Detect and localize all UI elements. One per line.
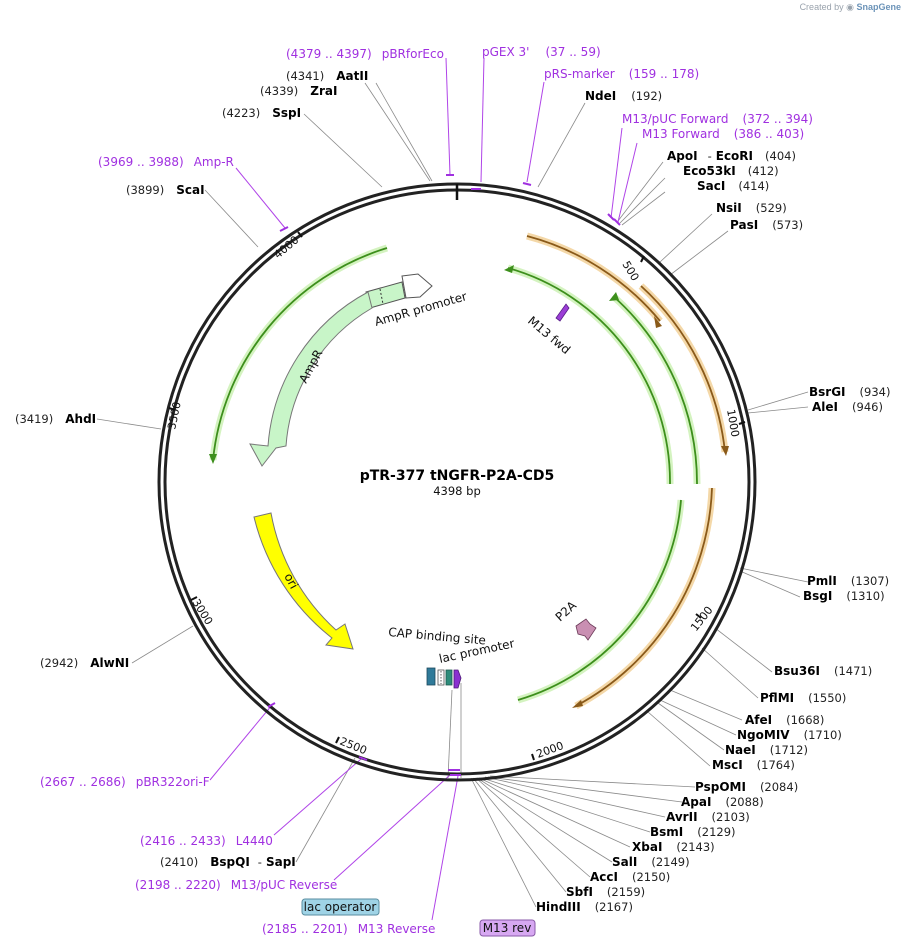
enzyme-scai: (3899)ScaI bbox=[126, 183, 205, 197]
enzyme-labels: NdeI(192) ApoI-EcoRI(404) Eco53kI(412) S… bbox=[536, 89, 890, 914]
enzyme-labels-left: (2410)BspQI-SapI (2942)AlwNI (3419)AhdI … bbox=[15, 69, 368, 869]
enzyme-ahdi: (3419)AhdI bbox=[15, 412, 96, 426]
enzyme-apoi-ecori: ApoI-EcoRI(404) bbox=[667, 149, 796, 163]
primer-m13-reverse: (2185 .. 2201)M13 Reverse bbox=[262, 922, 435, 936]
enzyme-pflmi: PflMI(1550) bbox=[760, 691, 846, 705]
enzyme-bspqi-sapi: (2410)BspQI-SapI bbox=[160, 855, 296, 869]
tick-label-1500: 1500 bbox=[688, 604, 715, 634]
m13-rev-label: M13 rev bbox=[483, 921, 532, 935]
lac-operator-block bbox=[445, 669, 453, 686]
enzyme-sspi: (4223)SspI bbox=[222, 106, 301, 120]
enzyme-aatii: (4341)AatII bbox=[286, 69, 368, 83]
green-features bbox=[209, 244, 701, 704]
enzyme-msci: MscI(1764) bbox=[712, 758, 795, 772]
cap-site-block bbox=[426, 667, 436, 686]
ampr-feature: AmpR bbox=[249, 291, 373, 467]
credit-prefix: Created by bbox=[799, 2, 844, 12]
lac-region: CAP binding site lac promoter bbox=[388, 625, 516, 689]
enzyme-alwni: (2942)AlwNI bbox=[40, 656, 129, 670]
ori-label: ori bbox=[281, 571, 301, 591]
primer-m13puc-reverse: (2198 .. 2220)M13/pUC Reverse bbox=[135, 878, 337, 892]
tick-label-500: 500 bbox=[619, 259, 641, 284]
enzyme-zrai: (4339)ZraI bbox=[260, 84, 337, 98]
enzyme-bsgi: BsgI(1310) bbox=[803, 589, 885, 603]
plasmid-length: 4398 bp bbox=[433, 484, 481, 498]
enzyme-apai: ApaI(2088) bbox=[681, 795, 764, 809]
ampr-promoter-feature: AmpR promoter bbox=[365, 273, 469, 329]
tick-label-3500: 3500 bbox=[165, 401, 184, 431]
enzyme-ndei: NdeI(192) bbox=[585, 89, 662, 103]
m13-fwd-feature: M13 fwd bbox=[525, 303, 573, 357]
credit-brand: SnapGene bbox=[856, 2, 901, 12]
lac-operator-box: lac operator bbox=[301, 898, 380, 916]
credit-line: Created by ◉ SnapGene bbox=[800, 2, 901, 13]
plasmid-title: pTR-377 tNGFR-P2A-CD5 bbox=[360, 468, 555, 484]
enzyme-alei: AleI(946) bbox=[812, 400, 883, 414]
enzyme-ngomiv: NgoMIV(1710) bbox=[737, 728, 842, 742]
enzyme-bsrgi: BsrGI(934) bbox=[809, 385, 890, 399]
p2a-feature: P2A bbox=[553, 598, 597, 641]
enzyme-pasi: PasI(573) bbox=[730, 218, 803, 232]
enzyme-bsmi: BsmI(2129) bbox=[650, 825, 736, 839]
enzyme-pmli: PmlI(1307) bbox=[807, 574, 889, 588]
enzyme-eco53ki: Eco53kI(412) bbox=[683, 164, 779, 178]
primer-mark-amp-r bbox=[279, 226, 289, 232]
primer-mark-prs-marker bbox=[522, 182, 532, 186]
enzyme-bsu36i: Bsu36I(1471) bbox=[774, 664, 872, 678]
enzyme-afei: AfeI(1668) bbox=[745, 713, 824, 727]
tick-label-1000: 1000 bbox=[724, 408, 742, 438]
primer-prs-marker: pRS-marker(159 .. 178) bbox=[544, 67, 699, 81]
enzyme-hindiii: HindIII(2167) bbox=[536, 900, 633, 914]
primer-mark-pbr322ori bbox=[267, 702, 276, 708]
primer-mark-l4440 bbox=[358, 756, 368, 761]
orange-features bbox=[526, 232, 729, 710]
primer-pgex3: pGEX 3'(37 .. 59) bbox=[482, 45, 601, 59]
enzyme-pspomi: PspOMI(2084) bbox=[695, 780, 798, 794]
p2a-label: P2A bbox=[553, 598, 580, 624]
primer-m13-forward: M13 Forward(386 .. 403) bbox=[642, 127, 804, 141]
enzyme-sbfi: SbfI(2159) bbox=[566, 885, 645, 899]
lac-operator-label: lac operator bbox=[304, 900, 377, 914]
primer-leader-lines bbox=[209, 57, 638, 921]
m13-rev-block bbox=[453, 669, 462, 689]
primer-amp-r: (3969 .. 3988)Amp-R bbox=[98, 155, 234, 169]
enzyme-xbai: XbaI(2143) bbox=[632, 840, 715, 854]
m13-fwd-label: M13 fwd bbox=[525, 314, 573, 357]
enzyme-leader-lines bbox=[96, 82, 809, 908]
snapgene-logo-icon: ◉ bbox=[846, 2, 854, 12]
ori-feature: ori bbox=[253, 512, 354, 650]
enzyme-avrii: AvrII(2103) bbox=[666, 810, 750, 824]
enzyme-naei: NaeI(1712) bbox=[725, 743, 808, 757]
primer-l4440: (2416 .. 2433)L4440 bbox=[140, 834, 273, 848]
primer-pbr322ori-f: (2667 .. 2686)pBR322ori-F bbox=[40, 775, 210, 789]
enzyme-nsii: NsiI(529) bbox=[716, 201, 787, 215]
enzyme-saci: SacI(414) bbox=[697, 179, 769, 193]
primer-labels: (4379 .. 4397)pBRforEco pGEX 3'(37 .. 59… bbox=[40, 45, 813, 936]
primer-m13puc-forward: M13/pUC Forward(372 .. 394) bbox=[622, 112, 813, 126]
primer-pbrforeco: (4379 .. 4397)pBRforEco bbox=[286, 47, 444, 61]
primer-mark-m13-fwd bbox=[613, 218, 621, 226]
primer-marks bbox=[267, 174, 621, 776]
m13-rev-box: M13 rev bbox=[479, 919, 536, 937]
primer-mark-m13puc-fwd bbox=[607, 213, 615, 221]
enzyme-sali: SalI(2149) bbox=[612, 855, 690, 869]
enzyme-acci: AccI(2150) bbox=[590, 870, 670, 884]
